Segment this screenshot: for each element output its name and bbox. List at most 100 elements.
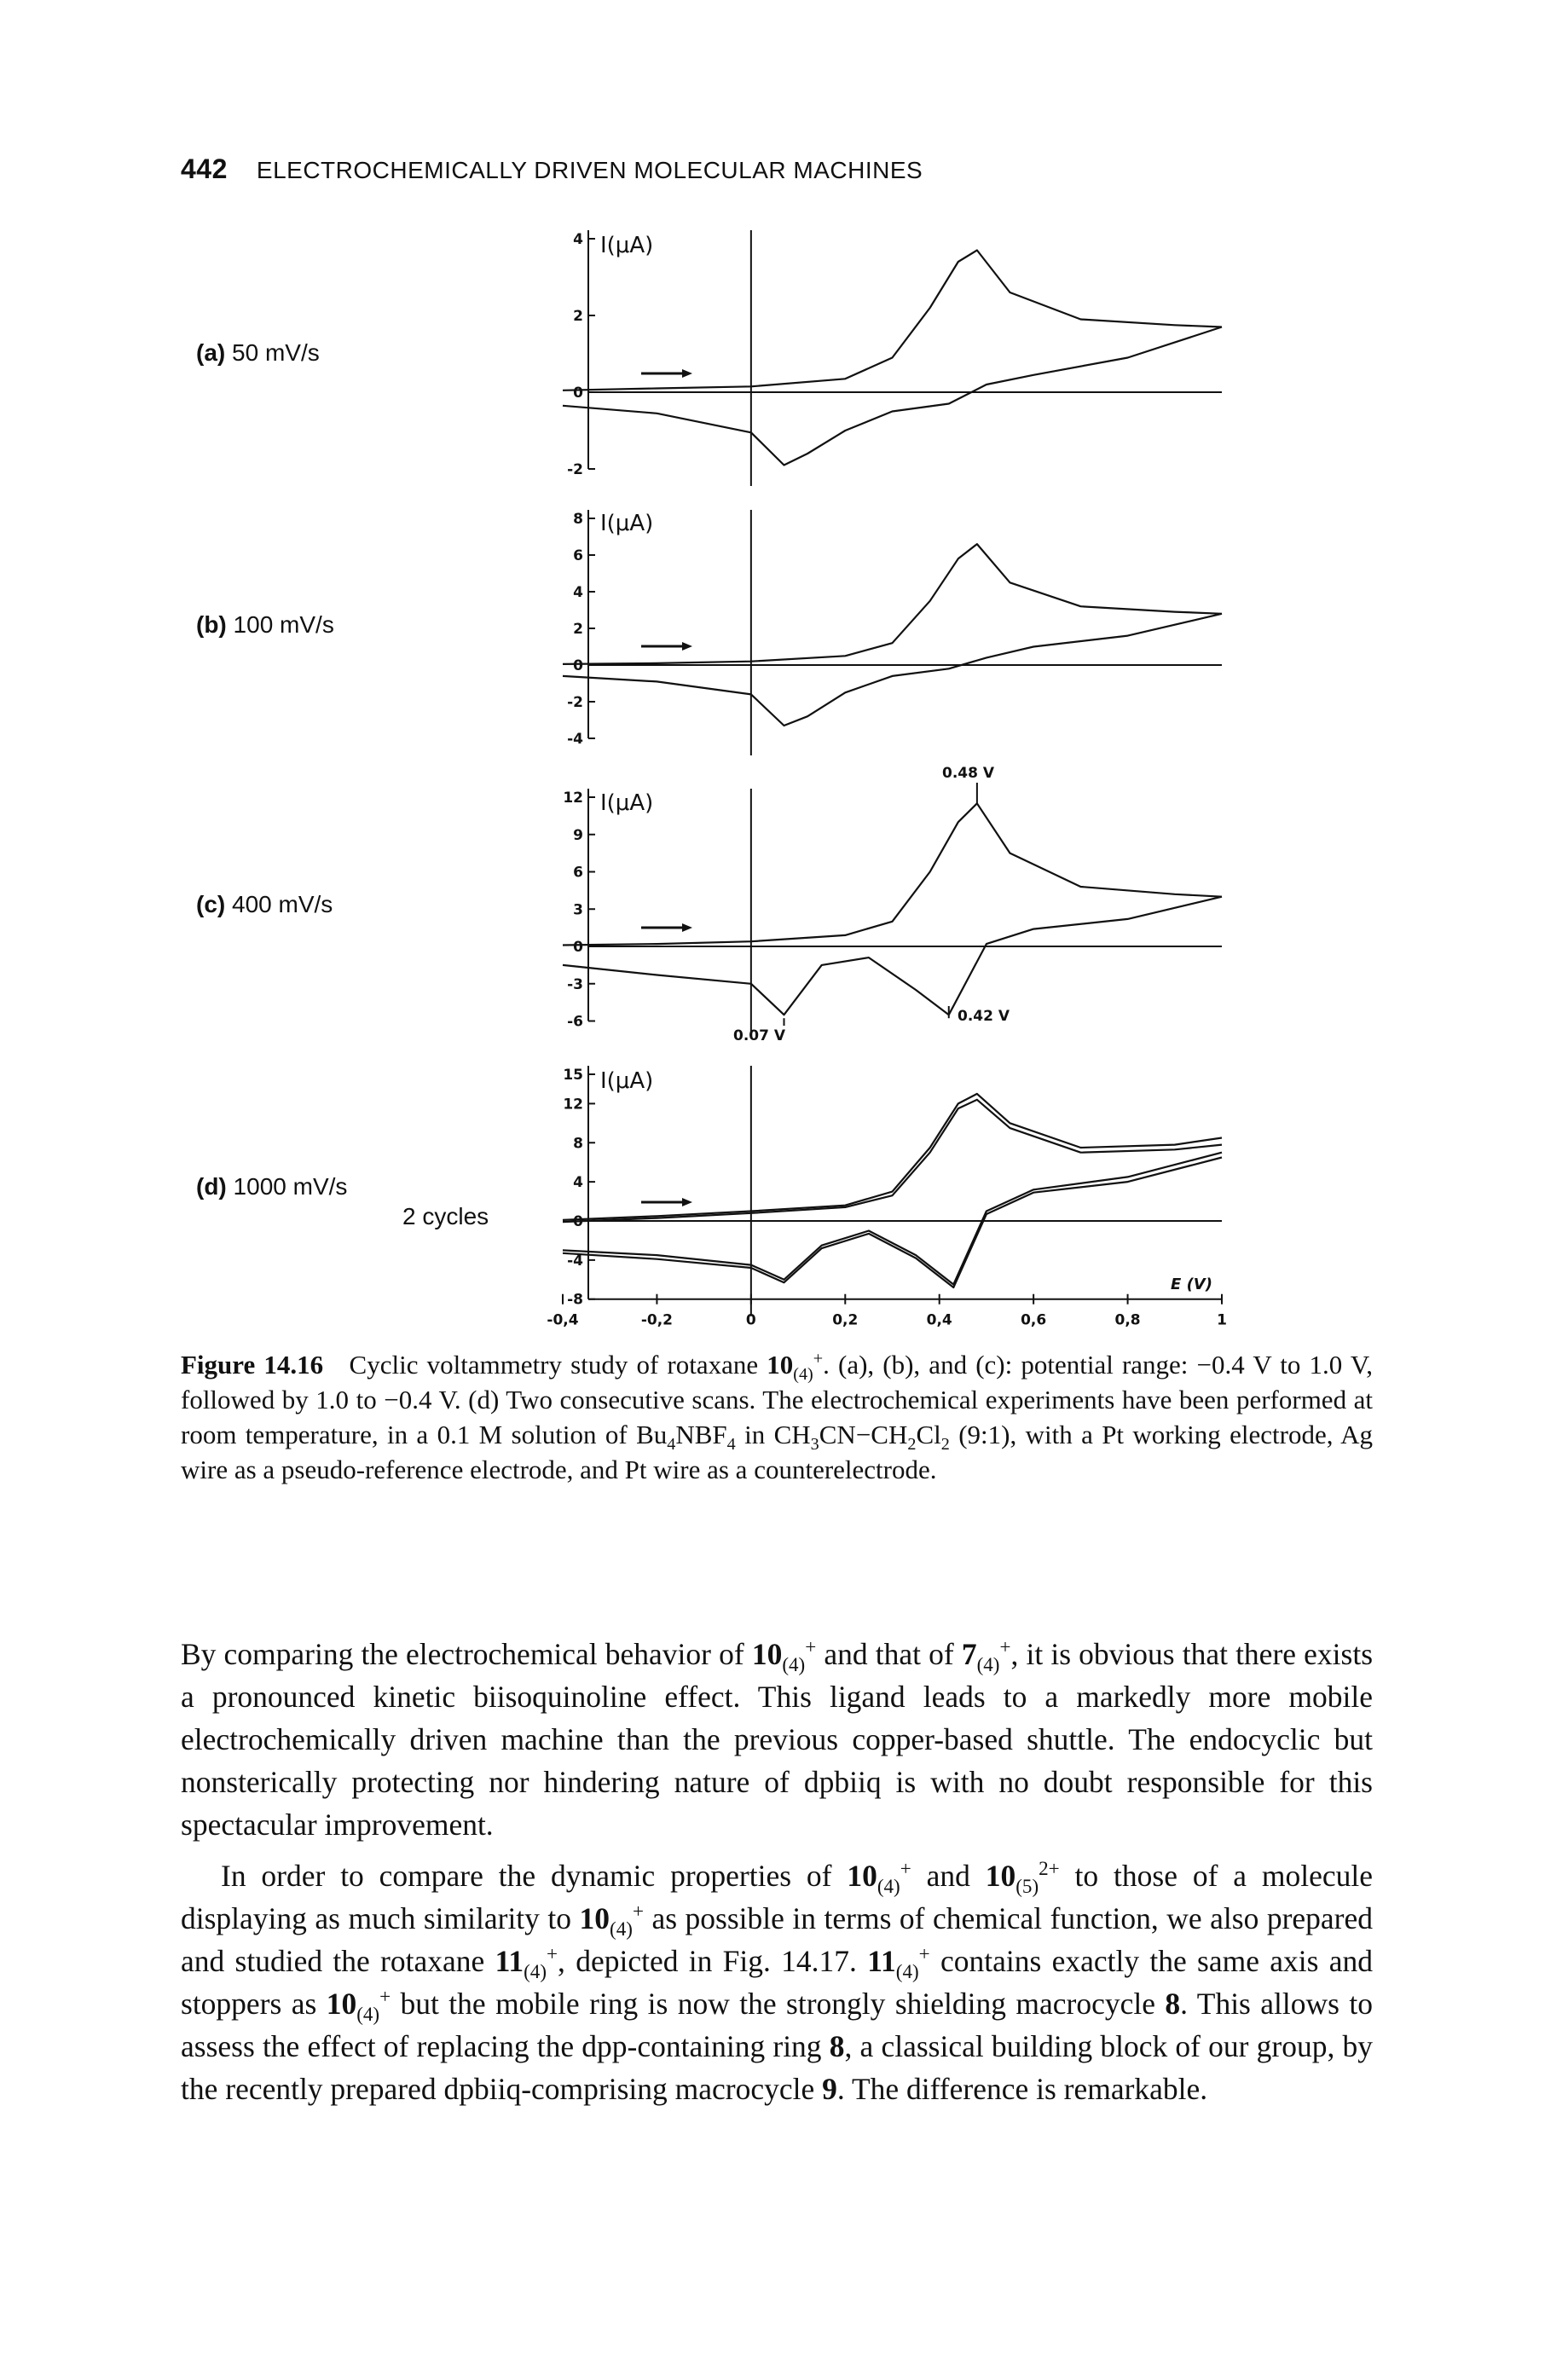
compound-sub: (4): [782, 1653, 806, 1676]
panel-c-label: (c) 400 mV/s: [196, 890, 333, 919]
compound-charge: +: [805, 1635, 817, 1658]
panel-b-rate: 100 mV/s: [233, 611, 334, 638]
y-tick-label-c: 9: [573, 827, 583, 844]
y-tick-label-a: 4: [573, 231, 583, 248]
peak-label-cathodic-2: 0.42 V: [958, 1008, 1010, 1025]
panel-d-label: (d) 1000 mV/s: [196, 1172, 347, 1201]
subscript: 2: [907, 1435, 917, 1455]
compound-charge: +: [632, 1900, 644, 1923]
cv-trace-d-4: [562, 1156, 1223, 1289]
y-tick-label-d: 4: [573, 1174, 583, 1191]
x-tick-label: 0,8: [1115, 1312, 1141, 1329]
cv-trace-b-1: [562, 543, 1223, 665]
x-tick-label: 0,6: [1021, 1312, 1046, 1329]
subscript: 2: [940, 1435, 950, 1455]
compound-ref: 7: [961, 1637, 977, 1671]
y-tick-label-a: 0: [573, 385, 583, 402]
compound-ref: 8: [1165, 1987, 1181, 2021]
compound-sub: (4): [976, 1653, 1000, 1676]
x-tick-label: 0: [746, 1312, 756, 1329]
y-tick-label-c: -6: [567, 1014, 583, 1031]
compound-sub: (4): [610, 1918, 633, 1941]
subscript: 4: [667, 1435, 676, 1455]
compound-ref: 10: [751, 1637, 783, 1671]
caption-text: NBF: [675, 1420, 727, 1449]
caption-text: CN−CH: [819, 1420, 908, 1449]
panel-b-label: (b) 100 mV/s: [196, 610, 334, 639]
subscript: 4: [726, 1435, 736, 1455]
text-run: , depicted in Fig. 14.17.: [558, 1944, 868, 1978]
subscript: 3: [810, 1435, 819, 1455]
text-run: contains exactly the same axis and stopp…: [181, 1944, 1373, 2021]
text-run: as possible in terms of chemical functio…: [181, 1901, 1373, 1978]
panel-d-extra: 2 cycles: [402, 1203, 489, 1229]
y-tick-label-b: 8: [573, 511, 583, 528]
compound-charge: +: [813, 1349, 824, 1368]
paragraph-1: By comparing the electrochemical behavio…: [181, 1633, 1373, 1846]
text-run: , a classical building block of our grou…: [181, 2029, 1373, 2106]
text-run: to those of a molecule displaying as muc…: [181, 1859, 1373, 1935]
text-run: By comparing the electrochemical behavio…: [181, 1637, 752, 1671]
y-tick-label-d: -8: [567, 1292, 583, 1309]
peak-label-anodic: 0.48 V: [942, 765, 995, 782]
x-tick-label: 0,4: [927, 1312, 952, 1329]
y-tick-label-d: 12: [563, 1096, 583, 1113]
y-tick-label-c: -3: [567, 976, 583, 993]
y-tick-label-c: 6: [573, 865, 583, 882]
cyclic-voltammetry-figure: 420-2I(μA)86420-2-4I(μA)129630-3-6I(μA)1…: [547, 230, 1227, 1329]
panel-d-letter: (d): [196, 1173, 227, 1200]
scan-arrowhead-c: [682, 923, 692, 932]
y-unit-label-a: I(μA): [600, 233, 653, 258]
y-tick-label-d: -4: [567, 1252, 583, 1270]
panel-d-rate: 1000 mV/s: [233, 1173, 348, 1200]
caption-text: Cyclic voltammetry study of rotaxane: [349, 1350, 767, 1380]
compound-charge: 2+: [1039, 1857, 1060, 1880]
compound-ref: 10: [847, 1859, 877, 1893]
y-unit-label-d: I(μA): [600, 1068, 653, 1094]
page-number: 442: [181, 153, 228, 184]
text-run: but the mobile ring is now the strongly …: [391, 1987, 1166, 2021]
compound-charge: +: [900, 1857, 911, 1880]
cv-trace-d-3: [562, 1098, 1223, 1223]
y-tick-label-b: -4: [567, 731, 583, 748]
compound-ref: 10: [985, 1859, 1016, 1893]
caption-label: Figure 14.16: [181, 1350, 324, 1380]
text-run: . This allows to assess the effect of re…: [181, 1987, 1373, 2063]
y-tick-label-c: 3: [573, 901, 583, 918]
y-tick-label-c: 0: [573, 939, 583, 956]
cv-trace-a-2: [562, 326, 1223, 466]
x-tick-label: -0,2: [641, 1312, 673, 1329]
compound-ref: 9: [822, 2072, 837, 2106]
peak-label-cathodic-1: 0.07 V: [733, 1027, 786, 1044]
compound-ref: 10: [767, 1350, 794, 1380]
scan-arrowhead-a: [682, 369, 692, 378]
cv-trace-d-1: [562, 1092, 1223, 1221]
y-tick-label-b: -2: [567, 694, 583, 711]
cv-trace-d-2: [562, 1151, 1223, 1286]
cv-trace-c-1: [562, 802, 1223, 946]
compound-ref: 11: [495, 1944, 524, 1978]
compound-charge: +: [379, 1985, 391, 2008]
x-axis-label: E (V): [1171, 1276, 1212, 1293]
compound-charge: +: [999, 1635, 1011, 1658]
compound-ref: 11: [867, 1944, 896, 1978]
panel-b-letter: (b): [196, 611, 227, 638]
compound-ref: 10: [579, 1901, 610, 1935]
panel-a-letter: (a): [196, 339, 226, 366]
figure-caption: Figure 14.16 Cyclic voltammetry study of…: [181, 1347, 1373, 1487]
y-tick-label-a: -2: [567, 461, 583, 478]
x-tick-label: 0,2: [832, 1312, 858, 1329]
cv-trace-a-1: [562, 249, 1223, 391]
paragraph-2: In order to compare the dynamic properti…: [181, 1854, 1373, 2110]
cv-trace-b-2: [562, 612, 1223, 727]
compound-charge: +: [547, 1942, 558, 1965]
compound-sub: (5): [1015, 1875, 1039, 1898]
body-text: By comparing the electrochemical behavio…: [181, 1633, 1373, 2110]
y-unit-label-c: I(μA): [600, 790, 653, 816]
panel-a-label: (a) 50 mV/s: [196, 338, 320, 367]
cv-trace-c-2: [562, 895, 1223, 1016]
text-run: and that of: [816, 1637, 962, 1671]
scan-arrowhead-d: [682, 1198, 692, 1206]
text-run: In order to compare the dynamic properti…: [221, 1859, 848, 1893]
